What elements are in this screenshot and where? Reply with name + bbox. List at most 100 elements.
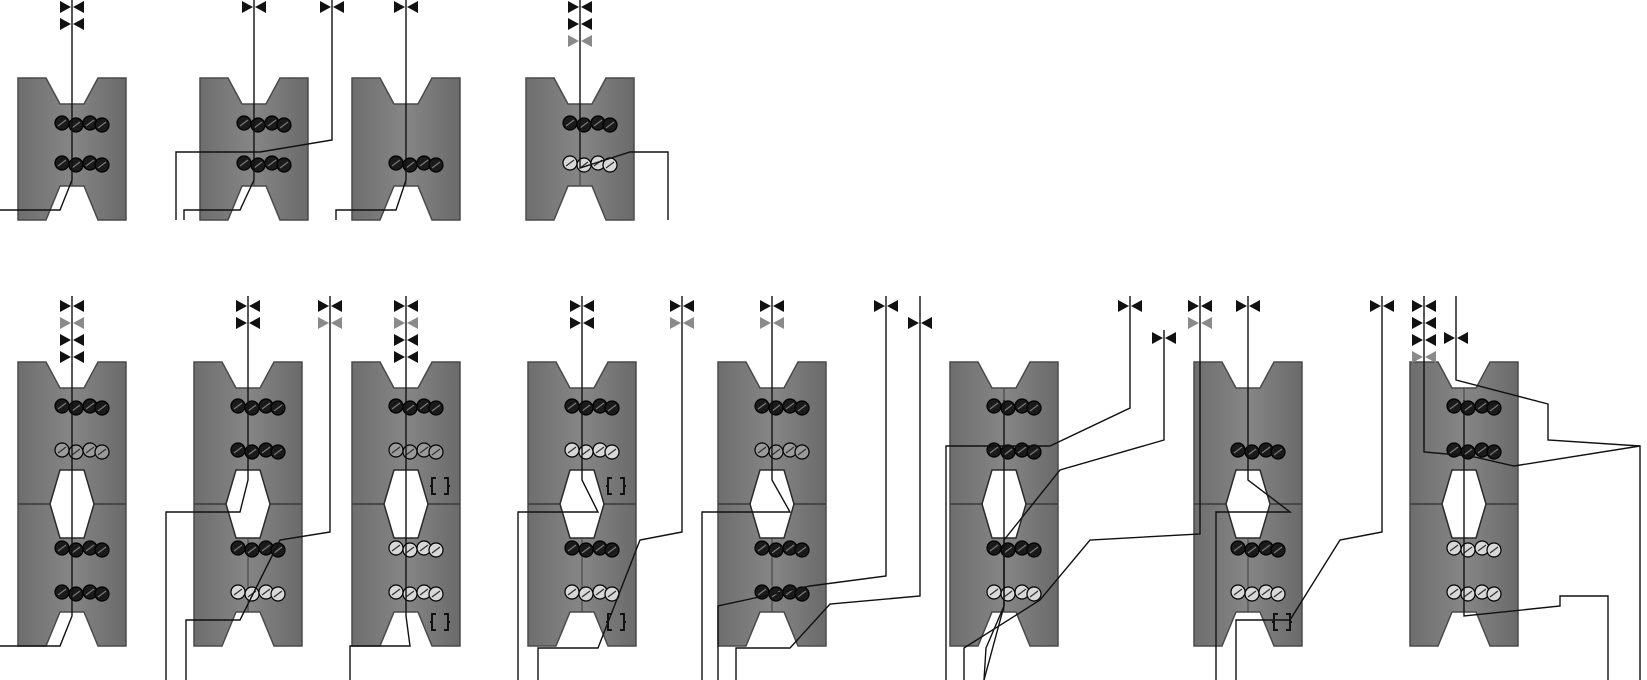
row-4-dot-mark xyxy=(391,588,401,596)
arrows-layer xyxy=(60,1,1468,363)
row-2-dot-mark xyxy=(1003,448,1013,456)
row-3-dot-mark xyxy=(581,546,591,554)
arrow-right-icon xyxy=(60,317,71,329)
row-1-dot-mark xyxy=(431,404,441,412)
row-1-dot-mark xyxy=(607,404,617,412)
row-4-dot-mark xyxy=(405,590,415,598)
row-1-dot-mark xyxy=(771,404,781,412)
row-3-dot-mark xyxy=(405,546,415,554)
row-2-dot-mark xyxy=(85,446,95,454)
row-4-dot-mark xyxy=(1247,590,1257,598)
row-2-dot-mark xyxy=(1449,446,1459,454)
row-2-dot-mark xyxy=(57,446,67,454)
row-3-dot-mark xyxy=(391,544,401,552)
row-upper-dot-mark xyxy=(279,121,289,129)
arrow-left-icon xyxy=(73,334,84,346)
arrow-right-icon xyxy=(670,300,681,312)
row-3-dot-mark xyxy=(1261,544,1271,552)
row-4-dot-mark xyxy=(431,590,441,598)
unit-bottom-7 xyxy=(1193,361,1303,647)
row-1-dot-mark xyxy=(581,404,591,412)
row-4-dot-mark xyxy=(273,590,283,598)
arrow-left-icon xyxy=(1457,332,1468,344)
arrow-left-icon xyxy=(887,300,898,312)
arrow-left-icon xyxy=(1201,317,1212,329)
arrow-left-icon xyxy=(73,317,84,329)
bracket-icon xyxy=(606,477,626,495)
row-1-dot-mark xyxy=(785,402,795,410)
arrow-right-icon xyxy=(1118,300,1129,312)
row-lower-dot-mark xyxy=(253,161,263,169)
bracket-icon xyxy=(1272,613,1292,631)
row-4-dot-mark xyxy=(57,588,67,596)
row-lower-dot-mark xyxy=(431,161,441,169)
row-2-dot-mark xyxy=(273,448,283,456)
arrow-right-icon xyxy=(570,300,581,312)
arrow-left-icon xyxy=(773,317,784,329)
arrow-left-icon xyxy=(1425,334,1436,346)
row-3-dot-mark xyxy=(771,546,781,554)
arrow-right-icon xyxy=(318,317,329,329)
arrow-left-icon xyxy=(1249,300,1260,312)
row-3-dot-mark xyxy=(785,544,795,552)
row-3-dot-mark xyxy=(1463,546,1473,554)
arrow-left-icon xyxy=(73,18,84,30)
arrow-right-icon xyxy=(394,1,405,13)
row-3-dot-mark xyxy=(71,546,81,554)
arrow-right-icon xyxy=(1188,317,1199,329)
row-4-dot-mark xyxy=(607,590,617,598)
row-1-dot-mark xyxy=(391,402,401,410)
arrow-right-icon xyxy=(1370,300,1381,312)
row-2-dot-mark xyxy=(431,448,441,456)
wire-b8c xyxy=(1463,400,1609,680)
wire-b6b xyxy=(983,330,1165,680)
row-lower-dot-mark xyxy=(279,161,289,169)
arrow-left-icon xyxy=(583,300,594,312)
row-4-dot-mark xyxy=(1477,588,1487,596)
row-4-dot-mark xyxy=(581,590,591,598)
row-1-dot-mark xyxy=(1003,404,1013,412)
arrow-left-icon xyxy=(407,351,418,363)
row-1-dot-mark xyxy=(1477,402,1487,410)
arrow-right-icon xyxy=(60,1,71,13)
arrow-right-icon xyxy=(394,351,405,363)
row-4-dot-mark xyxy=(797,590,807,598)
arrow-right-icon xyxy=(60,300,71,312)
row-2-dot-mark xyxy=(595,446,605,454)
row-1-dot-mark xyxy=(1449,402,1459,410)
row-upper-dot-mark xyxy=(239,119,249,127)
arrow-left-icon xyxy=(73,351,84,363)
arrow-left-icon xyxy=(1131,300,1142,312)
row-3-dot-mark xyxy=(1489,546,1499,554)
row-lower-dot-mark xyxy=(239,159,249,167)
arrow-left-icon xyxy=(583,317,594,329)
row-1-dot-mark xyxy=(261,402,271,410)
row-3-dot-mark xyxy=(797,546,807,554)
arrow-left-icon xyxy=(1165,332,1176,344)
row-3-dot-mark xyxy=(273,546,283,554)
hex-window xyxy=(559,469,605,539)
bracket-icon xyxy=(430,477,450,495)
row-2-dot-mark xyxy=(785,446,795,454)
row-3-dot-mark xyxy=(57,544,67,552)
arrow-left-icon xyxy=(581,1,592,13)
row-upper-dot-mark xyxy=(593,119,603,127)
row-1-dot-mark xyxy=(419,402,429,410)
row-4-dot-mark xyxy=(261,588,271,596)
arrow-right-icon xyxy=(1188,300,1199,312)
row-lower-dot-mark xyxy=(419,159,429,167)
arrow-right-icon xyxy=(908,317,919,329)
arrow-left-icon xyxy=(1383,300,1394,312)
row-4-dot-mark xyxy=(1017,588,1027,596)
row-4-dot-mark xyxy=(1233,588,1243,596)
row-3-dot-mark xyxy=(1029,546,1039,554)
row-4-dot-mark xyxy=(1261,588,1271,596)
row-2-dot-mark xyxy=(581,448,591,456)
arrow-left-icon xyxy=(73,1,84,13)
wire-b8b xyxy=(1455,296,1641,447)
wire-b7a xyxy=(1215,296,1293,680)
row-2-dot-mark xyxy=(771,448,781,456)
arrow-left-icon xyxy=(1201,300,1212,312)
wire-b5a xyxy=(701,296,792,680)
row-3-dot-mark xyxy=(233,544,243,552)
